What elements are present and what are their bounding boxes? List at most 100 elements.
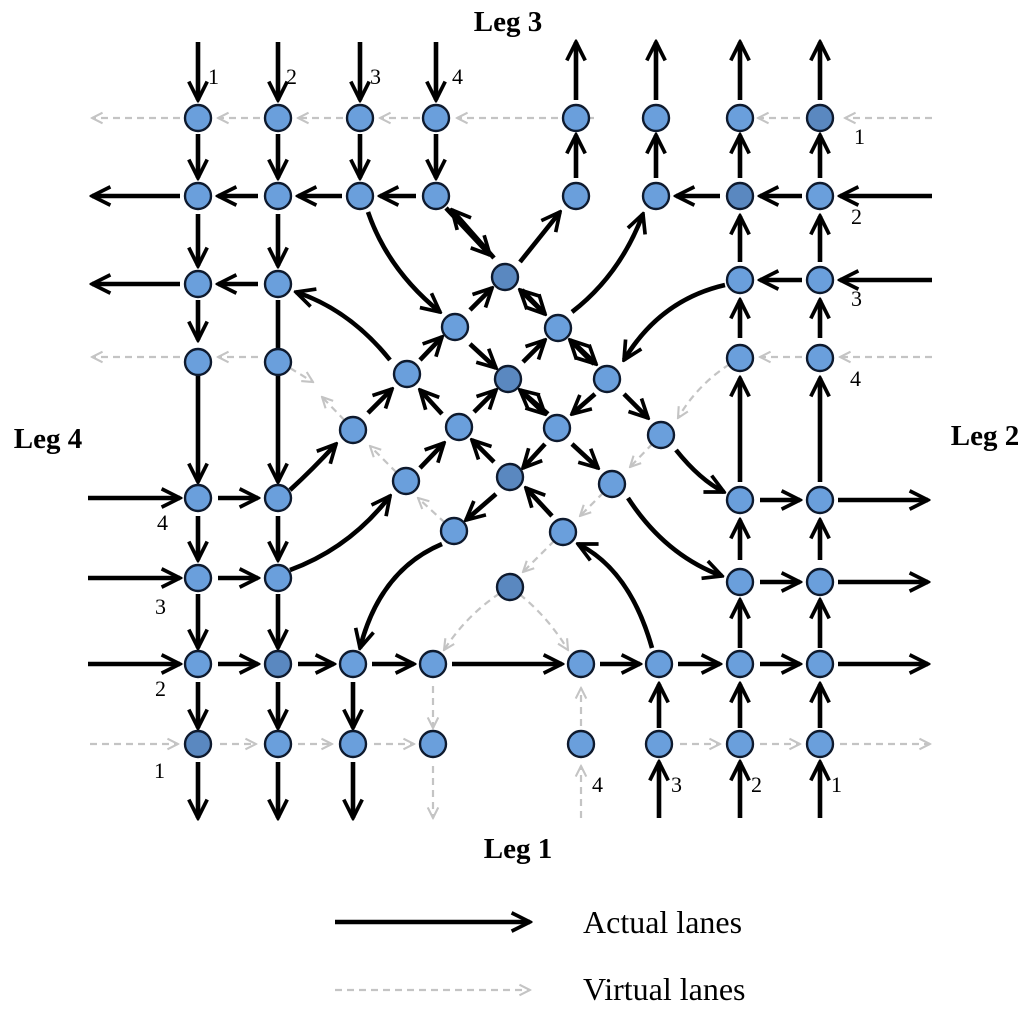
diag-actual: [624, 282, 726, 360]
lane-node: [421, 181, 451, 211]
lane-node: [338, 649, 368, 679]
leg3-lane-1: 1: [208, 64, 219, 89]
lane-node: [543, 313, 573, 343]
lane-node: [439, 516, 469, 546]
lane-node: [566, 649, 596, 679]
lane-node: [444, 412, 474, 442]
lane-node: [490, 262, 520, 292]
lane-node: [338, 415, 368, 445]
lane-nodes-layer: [183, 103, 835, 759]
leg-1-label: Leg 1: [484, 833, 552, 865]
lane-node: [338, 729, 368, 759]
lane-node: [183, 563, 213, 593]
leg1-lane-3: 3: [671, 772, 682, 797]
lane-node: [805, 567, 835, 597]
virtual-diagonal: [580, 483, 613, 516]
actual-lanes-layer: [88, 42, 932, 818]
lane-node: [725, 729, 755, 759]
diag-actual: [365, 211, 440, 312]
diag-actual: [466, 492, 498, 520]
lane-node: [263, 729, 293, 759]
virtual-diagonal: [678, 357, 741, 418]
lane-node: [345, 103, 375, 133]
lane-node: [805, 649, 835, 679]
lane-node: [592, 364, 622, 394]
diag-actual: [622, 392, 648, 418]
lane-node: [725, 485, 755, 515]
lane-node: [725, 649, 755, 679]
lane-node: [418, 649, 448, 679]
lane-node: [418, 729, 448, 759]
virtual-diagonal: [630, 434, 662, 467]
lane-node: [805, 729, 835, 759]
diag-actual: [366, 389, 392, 415]
virtual-diagonal: [370, 446, 406, 482]
lane-node: [805, 181, 835, 211]
diag-actual: [521, 340, 545, 364]
leg-4-label: Leg 4: [14, 423, 82, 455]
diag-actual: [572, 392, 597, 414]
lane-node: [495, 462, 525, 492]
lane-node: [183, 103, 213, 133]
diag-actual: [288, 444, 336, 492]
lane-node: [561, 181, 591, 211]
leg4-lane-4: 4: [157, 510, 168, 535]
diag-actual: [520, 290, 547, 316]
virtual-diagonal: [509, 586, 568, 650]
leg4-lane-1: 1: [154, 758, 165, 783]
lane-node: [421, 103, 451, 133]
leg-2-label: Leg 2: [951, 420, 1019, 452]
virtual-lanes-layer: [90, 118, 932, 818]
lane-node: [805, 343, 835, 373]
leg4-lane-2: 2: [155, 676, 166, 701]
lane-node: [391, 466, 421, 496]
leg-3-label: Leg 3: [474, 6, 542, 38]
diag-actual: [570, 340, 596, 366]
lane-node: [597, 469, 627, 499]
virtual-diagonal: [289, 367, 313, 382]
lane-node: [725, 567, 755, 597]
lane-node: [263, 347, 293, 377]
lane-node: [644, 649, 674, 679]
lane-node: [542, 413, 572, 443]
leg2-lane-2: 2: [851, 204, 862, 229]
virtual-diagonal: [418, 498, 455, 532]
lane-node: [263, 269, 293, 299]
lane-node: [725, 343, 755, 373]
lane-node: [725, 265, 755, 295]
lane-node: [725, 103, 755, 133]
diag-actual: [418, 337, 442, 362]
lane-node: [183, 269, 213, 299]
lane-node: [263, 483, 293, 513]
virtual-diagonal: [322, 397, 354, 430]
diag-actual: [526, 488, 554, 518]
leg3-lane-4: 4: [452, 64, 463, 89]
diag-actual: [570, 442, 598, 468]
diag-actual: [626, 496, 722, 576]
diag-actual: [472, 440, 496, 464]
lane-node: [805, 103, 835, 133]
legend-actual-label: Actual lanes: [583, 904, 742, 940]
lane-node: [263, 563, 293, 593]
lane-node: [646, 420, 676, 450]
lane-node: [440, 312, 470, 342]
leg1-lane-2: 2: [751, 772, 762, 797]
lane-node: [641, 181, 671, 211]
diag-actual: [520, 390, 550, 416]
lane-node: [805, 265, 835, 295]
diag-actual: [674, 448, 724, 495]
lane-node: [641, 103, 671, 133]
lane-node: [345, 181, 375, 211]
lane-node: [566, 729, 596, 759]
lane-node: [263, 649, 293, 679]
diag-actual: [578, 541, 655, 649]
diag-actual: [523, 442, 547, 468]
diag-actual: [452, 210, 496, 260]
lane-node: [493, 364, 523, 394]
lane-node: [644, 729, 674, 759]
diag-actual: [289, 496, 390, 573]
diag-actual: [468, 342, 496, 368]
lane-node: [183, 483, 213, 513]
lane-node: [183, 181, 213, 211]
